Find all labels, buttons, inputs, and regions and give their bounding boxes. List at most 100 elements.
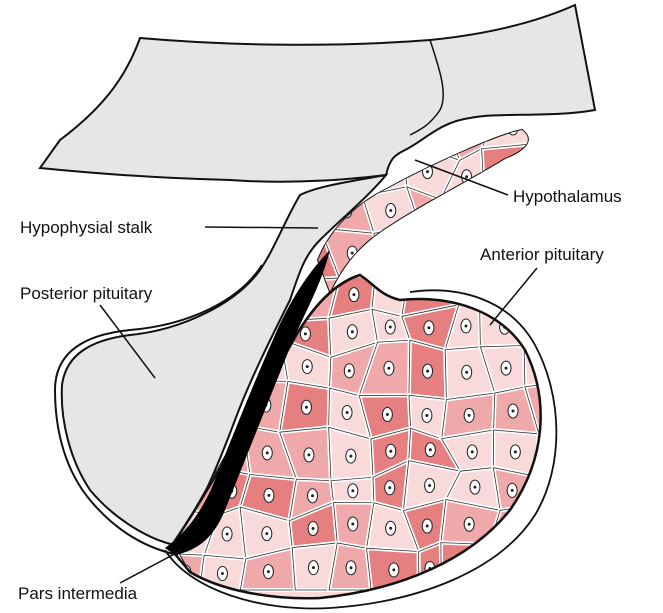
nucleolus — [549, 406, 552, 409]
cell-nucleus — [503, 283, 513, 297]
cell-nucleus — [502, 562, 512, 576]
cell — [374, 226, 420, 273]
nucleolus — [428, 484, 431, 487]
nucleolus — [469, 131, 472, 134]
cell — [534, 265, 570, 314]
label-hypophysial-stalk: Hypophysial stalk — [20, 219, 152, 236]
cell-nucleus — [462, 278, 472, 292]
cell — [480, 302, 535, 346]
nucleolus — [349, 455, 352, 458]
cell-nucleus — [223, 281, 233, 295]
cell-border — [170, 228, 216, 264]
nucleolus — [191, 208, 194, 211]
nucleolus — [351, 252, 354, 255]
cell — [215, 224, 245, 276]
cell-nucleus — [549, 445, 559, 459]
nucleolus — [226, 287, 229, 290]
nucleolus — [473, 486, 476, 489]
cell-nucleus — [545, 325, 555, 339]
nucleolus — [351, 330, 354, 333]
nucleolus — [389, 450, 392, 453]
nucleolus — [426, 370, 429, 373]
nucleolus — [548, 206, 551, 209]
label-anterior-pituitary: Anterior pituitary — [480, 246, 604, 263]
nucleolus — [508, 527, 511, 530]
cell — [529, 143, 570, 192]
cell-nucleus — [261, 200, 271, 214]
nucleolus — [187, 287, 190, 290]
cell-border — [446, 267, 484, 305]
nucleolus — [428, 209, 431, 212]
cell-border — [242, 184, 289, 224]
label-pars-intermedia: Pars intermedia — [18, 585, 137, 602]
nucleolus — [386, 413, 389, 416]
cell — [488, 545, 528, 590]
nucleolus — [350, 566, 353, 569]
nucleolus — [428, 285, 431, 288]
nucleolus — [221, 572, 224, 575]
nucleolus — [388, 486, 391, 489]
cell-nucleus — [543, 562, 553, 576]
cell — [242, 184, 289, 224]
nucleolus — [551, 290, 554, 293]
nucleolus — [545, 525, 548, 528]
cell-border — [374, 226, 420, 273]
cell-nucleus — [465, 125, 475, 139]
nucleolus — [464, 324, 467, 327]
nucleolus — [463, 565, 466, 568]
cell-border — [170, 185, 216, 233]
nucleolus — [506, 211, 509, 214]
cell — [170, 553, 204, 590]
leader-line-pars-intermedia — [120, 550, 182, 583]
cell-nucleus — [547, 160, 557, 174]
nucleolus — [465, 249, 468, 252]
cell — [446, 267, 484, 305]
nucleolus — [389, 527, 392, 530]
cell-nucleus — [504, 162, 514, 176]
nucleolus — [394, 246, 397, 249]
cell-nucleus — [424, 280, 434, 294]
nucleolus — [389, 326, 392, 329]
nucleolus — [351, 489, 354, 492]
cell-nucleus — [188, 240, 198, 254]
nucleolus — [191, 245, 194, 248]
nucleolus — [465, 371, 468, 374]
nucleolus — [351, 523, 354, 526]
nucleolus — [426, 170, 429, 173]
cell-nucleus — [542, 520, 552, 534]
nucleolus — [506, 288, 509, 291]
cell-nucleus — [426, 239, 436, 253]
nucleolus — [307, 453, 310, 456]
cell-border — [488, 545, 528, 590]
cell-border — [524, 546, 570, 590]
nucleolus — [464, 215, 467, 218]
nucleolus — [465, 175, 468, 178]
nucleolus — [348, 369, 351, 372]
nucleolus — [306, 365, 309, 368]
nucleolus — [228, 247, 231, 250]
cell-nucleus — [224, 242, 234, 256]
cell-nucleus — [504, 521, 514, 535]
nucleolus — [312, 566, 315, 569]
nucleolus — [346, 411, 349, 414]
nucleolus — [548, 331, 551, 334]
nucleolus — [506, 567, 509, 570]
label-hypothalamus: Hypothalamus — [513, 188, 622, 205]
nucleolus — [514, 450, 517, 453]
nucleolus — [267, 494, 270, 497]
nucleolus — [511, 489, 514, 492]
cell — [524, 546, 570, 590]
nucleolus — [427, 326, 430, 329]
nucleolus — [352, 293, 355, 296]
nucleolus — [389, 288, 392, 291]
nucleolus — [466, 284, 469, 287]
nucleolus — [512, 409, 515, 412]
cell-border — [480, 268, 535, 315]
cell — [411, 226, 448, 267]
nucleolus — [387, 367, 390, 370]
cell-nucleus — [184, 281, 194, 295]
cell-nucleus — [547, 285, 557, 299]
nucleolus — [425, 414, 428, 417]
nucleolus — [426, 525, 429, 528]
nucleolus — [471, 450, 474, 453]
